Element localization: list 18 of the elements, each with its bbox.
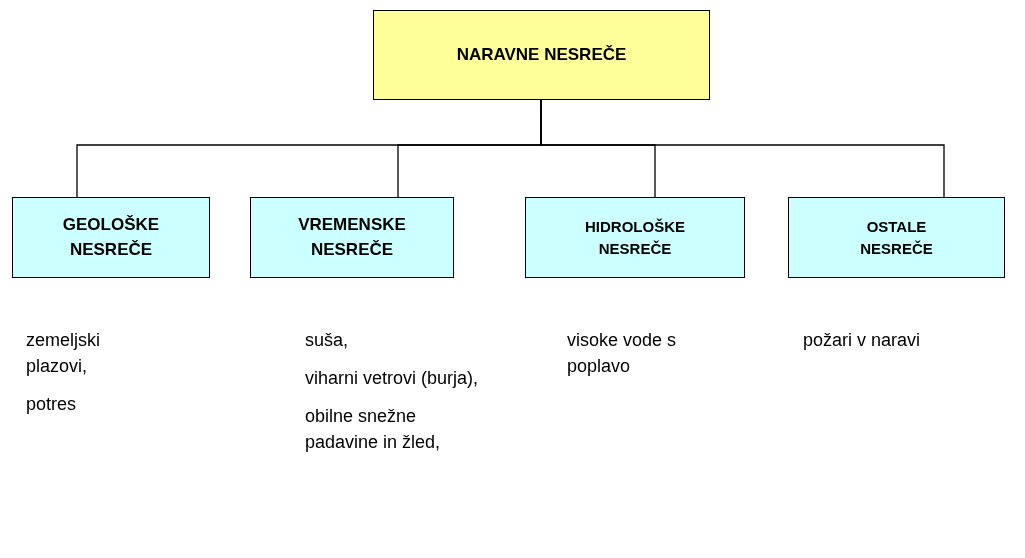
box-title: VREMENSKE NESREČE — [297, 213, 407, 261]
box-title: NARAVNE NESREČE — [456, 43, 627, 66]
category-box — [788, 197, 1005, 278]
box-title: GEOLOŠKE NESREČE — [61, 213, 161, 261]
category-box — [12, 197, 210, 278]
box-title: OSTALE NESREČE — [859, 216, 934, 259]
root-box — [373, 10, 710, 100]
example-text: suša, — [305, 329, 350, 352]
box-title: HIDROLOŠKE NESREČE — [584, 216, 686, 259]
category-box — [525, 197, 745, 278]
example-text: zemeljski plazovi, — [26, 329, 101, 379]
connector-line — [540, 99, 945, 198]
example-text: visoke vode s poplavo — [567, 329, 678, 379]
example-text: potres — [26, 393, 78, 417]
example-text: požari v naravi — [803, 329, 922, 352]
example-text: viharni vetrovi (burja), — [305, 367, 480, 391]
example-text: obilne snežne padavine in žled, — [305, 405, 442, 455]
category-box — [250, 197, 454, 278]
